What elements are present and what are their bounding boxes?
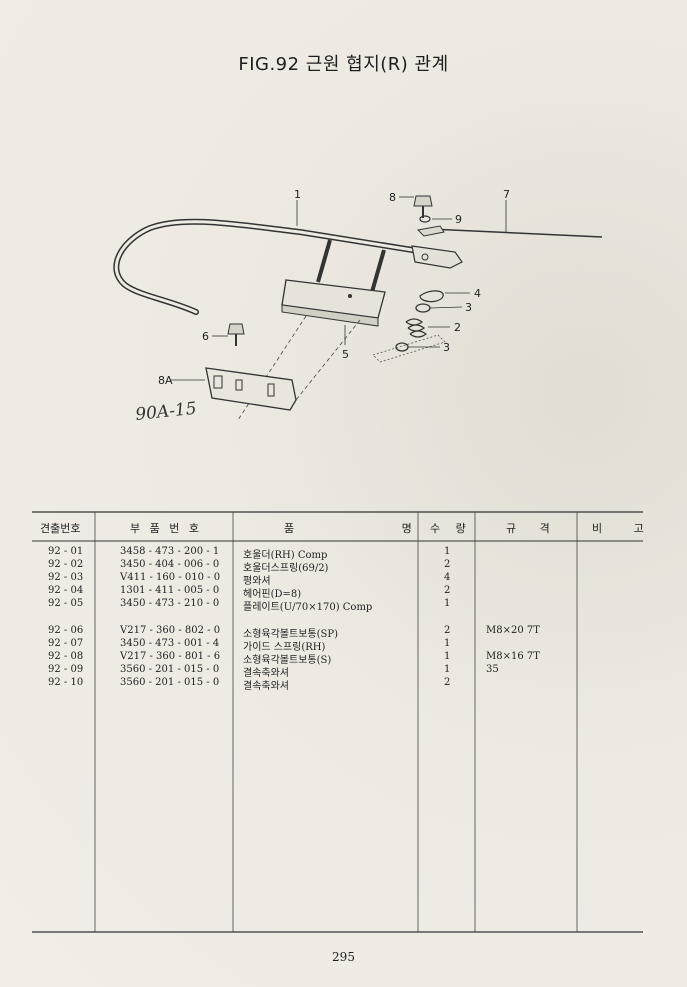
washer-9 <box>419 215 431 223</box>
callout-2: 2 <box>454 321 461 334</box>
callout-8a: 8A <box>158 374 173 387</box>
rod-bracket <box>411 245 463 269</box>
header-part-no: 부 품 번 호 <box>130 522 202 535</box>
callout-6: 6 <box>202 330 209 343</box>
header-spec: 규 격 <box>506 522 560 535</box>
header-part-name: 품 명 <box>284 522 464 535</box>
callout-3a: 3 <box>465 301 472 314</box>
header-qty: 수 량 <box>430 522 472 535</box>
callout-9: 9 <box>455 213 462 226</box>
holder-spring-2 <box>405 318 428 338</box>
callout-3b: 3 <box>443 341 450 354</box>
callout-8: 8 <box>389 191 396 204</box>
callout-1: 1 <box>294 188 301 201</box>
hairpin-4 <box>419 290 444 303</box>
hex-bolt-6 <box>227 323 245 335</box>
callout-4: 4 <box>474 287 481 300</box>
header-remarks: 비 고 <box>592 522 658 535</box>
hex-bolt-8 <box>413 195 433 207</box>
header-ref-no: 견출번호 <box>40 522 81 535</box>
guide-spring-wire <box>429 228 603 238</box>
bottom-bracket <box>205 367 297 411</box>
callout-7: 7 <box>503 188 510 201</box>
page-number: 295 <box>332 950 355 964</box>
figure-title: FIG.92 근원 협지(R) 관계 <box>238 54 449 75</box>
callout-5: 5 <box>342 348 349 361</box>
